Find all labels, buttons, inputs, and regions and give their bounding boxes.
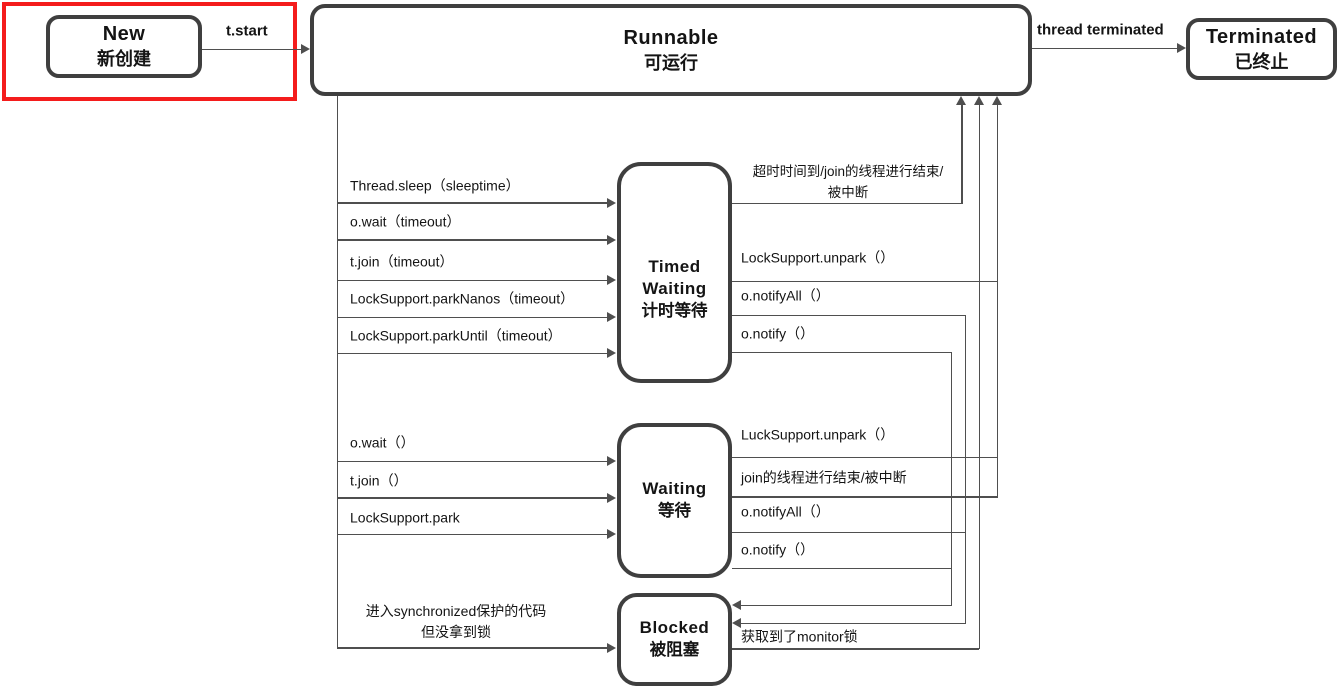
state-name-blocked-zh: 被阻塞 — [649, 641, 700, 659]
state-name-timed-waiting-en1: Timed — [648, 257, 701, 276]
edge-unpark-join-vline — [996, 105, 998, 497]
state-box-timed-waiting: Timed Waiting 计时等待 — [617, 162, 732, 383]
edge-label-tw-timeout-line2: 被中断 — [827, 185, 869, 200]
edge-parkuntil-line — [337, 352, 608, 354]
arrowhead-into-timed-waiting-1 — [607, 197, 616, 208]
edge-label-tw-unpark: LockSupport.unpark（） — [741, 249, 895, 266]
edge-tjoin-timeout-line — [337, 279, 608, 281]
edge-notifyall-vline — [964, 314, 966, 624]
edge-monitor-hline — [732, 648, 979, 650]
arrowhead-into-timed-waiting-3 — [607, 275, 616, 285]
arrowhead-into-waiting-2 — [607, 492, 616, 503]
edge-label-tjoin-timeout: t.join（timeout） — [350, 253, 454, 270]
edge-tw-timeout-vline — [961, 104, 963, 204]
edge-label-enter-sync-line1: 进入synchronized保护的代码 — [365, 603, 547, 619]
edge-parknanos-line — [337, 316, 608, 318]
edge-label-monitor: 获取到了monitor锁 — [741, 628, 858, 645]
edge-runnable-to-terminated-line — [1032, 47, 1178, 49]
arrowhead-into-timed-waiting-4 — [607, 312, 616, 322]
edge-label-lockpark: LockSupport.park — [350, 509, 460, 526]
edge-label-owait-timeout: o.wait（timeout） — [350, 213, 461, 230]
edge-w-notifyall-hline — [732, 531, 966, 533]
edge-label-tw-timeout-line1: 超时时间到/join的线程进行结束/ — [752, 164, 944, 179]
edge-notify-vline — [950, 351, 952, 606]
edge-enter-sync-line — [337, 647, 608, 649]
arrowhead-into-terminated — [1177, 42, 1186, 53]
state-name-runnable-en: Runnable — [623, 26, 719, 49]
edge-label-enter-sync: 进入synchronized保护的代码 但没拿到锁 — [348, 601, 564, 643]
state-name-blocked-en: Blocked — [639, 618, 710, 637]
arrowhead-into-waiting-3 — [607, 529, 616, 539]
state-box-new: New 新创建 — [46, 15, 202, 78]
state-box-runnable: Runnable 可运行 — [310, 4, 1032, 96]
edge-label-thread-terminated: thread terminated — [1037, 21, 1164, 39]
arrowhead-into-runnable-bottom-2 — [973, 96, 984, 105]
edge-monitor-vline — [978, 105, 980, 649]
state-name-new-zh: 新创建 — [97, 49, 151, 69]
state-name-waiting-zh: 等待 — [658, 502, 691, 520]
edge-label-w-unpark: LuckSupport.unpark（） — [741, 426, 895, 443]
arrowhead-into-runnable-bottom-3 — [991, 96, 1002, 105]
arrowhead-into-blocked-right-1 — [732, 599, 741, 610]
edge-owait-line — [337, 460, 608, 462]
edge-label-tw-notify: o.notify（） — [741, 325, 815, 342]
edge-tw-notifyall-hline — [732, 314, 966, 316]
state-name-terminated-en: Terminated — [1205, 25, 1318, 48]
edge-label-w-notify: o.notify（） — [741, 541, 815, 558]
arrowhead-into-timed-waiting-2 — [607, 234, 616, 245]
edge-label-tjoin: t.join（） — [350, 472, 408, 489]
edge-w-unpark-hline — [732, 456, 998, 458]
state-box-blocked: Blocked 被阻塞 — [617, 593, 732, 686]
edge-label-t-start: t.start — [226, 22, 268, 40]
edge-label-thread-sleep: Thread.sleep（sleeptime） — [350, 177, 520, 194]
state-box-waiting: Waiting 等待 — [617, 423, 732, 578]
arrowhead-into-runnable-bottom-1 — [956, 96, 966, 105]
edge-label-owait: o.wait（） — [350, 434, 415, 451]
edge-thread-sleep-line — [337, 202, 608, 204]
edge-tw-unpark-hline — [732, 280, 998, 282]
edge-label-parkuntil: LockSupport.parkUntil（timeout） — [350, 327, 562, 344]
state-name-waiting-en: Waiting — [642, 479, 707, 498]
state-name-timed-waiting-zh: 计时等待 — [641, 302, 708, 320]
arrowhead-into-timed-waiting-5 — [607, 348, 616, 358]
edge-label-tw-timeout: 超时时间到/join的线程进行结束/ 被中断 — [735, 161, 961, 203]
edge-tw-timeout-hline — [732, 202, 963, 204]
state-name-timed-waiting: Timed Waiting 计时等待 — [642, 256, 708, 323]
state-name-runnable-zh: 可运行 — [644, 52, 698, 73]
state-name-terminated-zh: 已终止 — [1234, 51, 1289, 72]
edge-label-w-notifyall: o.notifyAll（） — [741, 503, 830, 520]
arrowhead-into-blocked-right-2 — [732, 617, 741, 628]
arrowhead-into-blocked-left — [607, 642, 616, 653]
edge-label-tw-notifyall: o.notifyAll（） — [741, 287, 830, 304]
edge-w-notify-hline — [732, 567, 952, 569]
edge-label-enter-sync-line2: 但没拿到锁 — [421, 624, 491, 640]
edge-w-join-hline — [732, 496, 998, 498]
state-box-terminated: Terminated 已终止 — [1186, 18, 1337, 80]
edge-lockpark-line — [337, 533, 608, 535]
state-name-timed-waiting-en2: Waiting — [642, 279, 707, 298]
edge-label-parknanos: LockSupport.parkNanos（timeout） — [350, 290, 575, 307]
arrowhead-into-runnable-left — [301, 43, 310, 54]
edge-trunk-from-runnable-line — [336, 96, 338, 648]
edge-owait-timeout-line — [337, 239, 608, 241]
edge-label-w-join: join的线程进行结束/被中断 — [741, 469, 907, 486]
edge-notifyall-into-blocked-hline — [741, 622, 965, 624]
highlight-rect — [2, 2, 297, 101]
edge-tjoin-line — [337, 497, 608, 499]
state-name-new-en: New — [102, 23, 146, 45]
edge-new-to-runnable-line — [202, 48, 302, 50]
arrowhead-into-waiting-1 — [607, 456, 616, 466]
edge-tw-notify-hline — [732, 351, 952, 353]
edge-notify-into-blocked-hline — [741, 604, 951, 606]
